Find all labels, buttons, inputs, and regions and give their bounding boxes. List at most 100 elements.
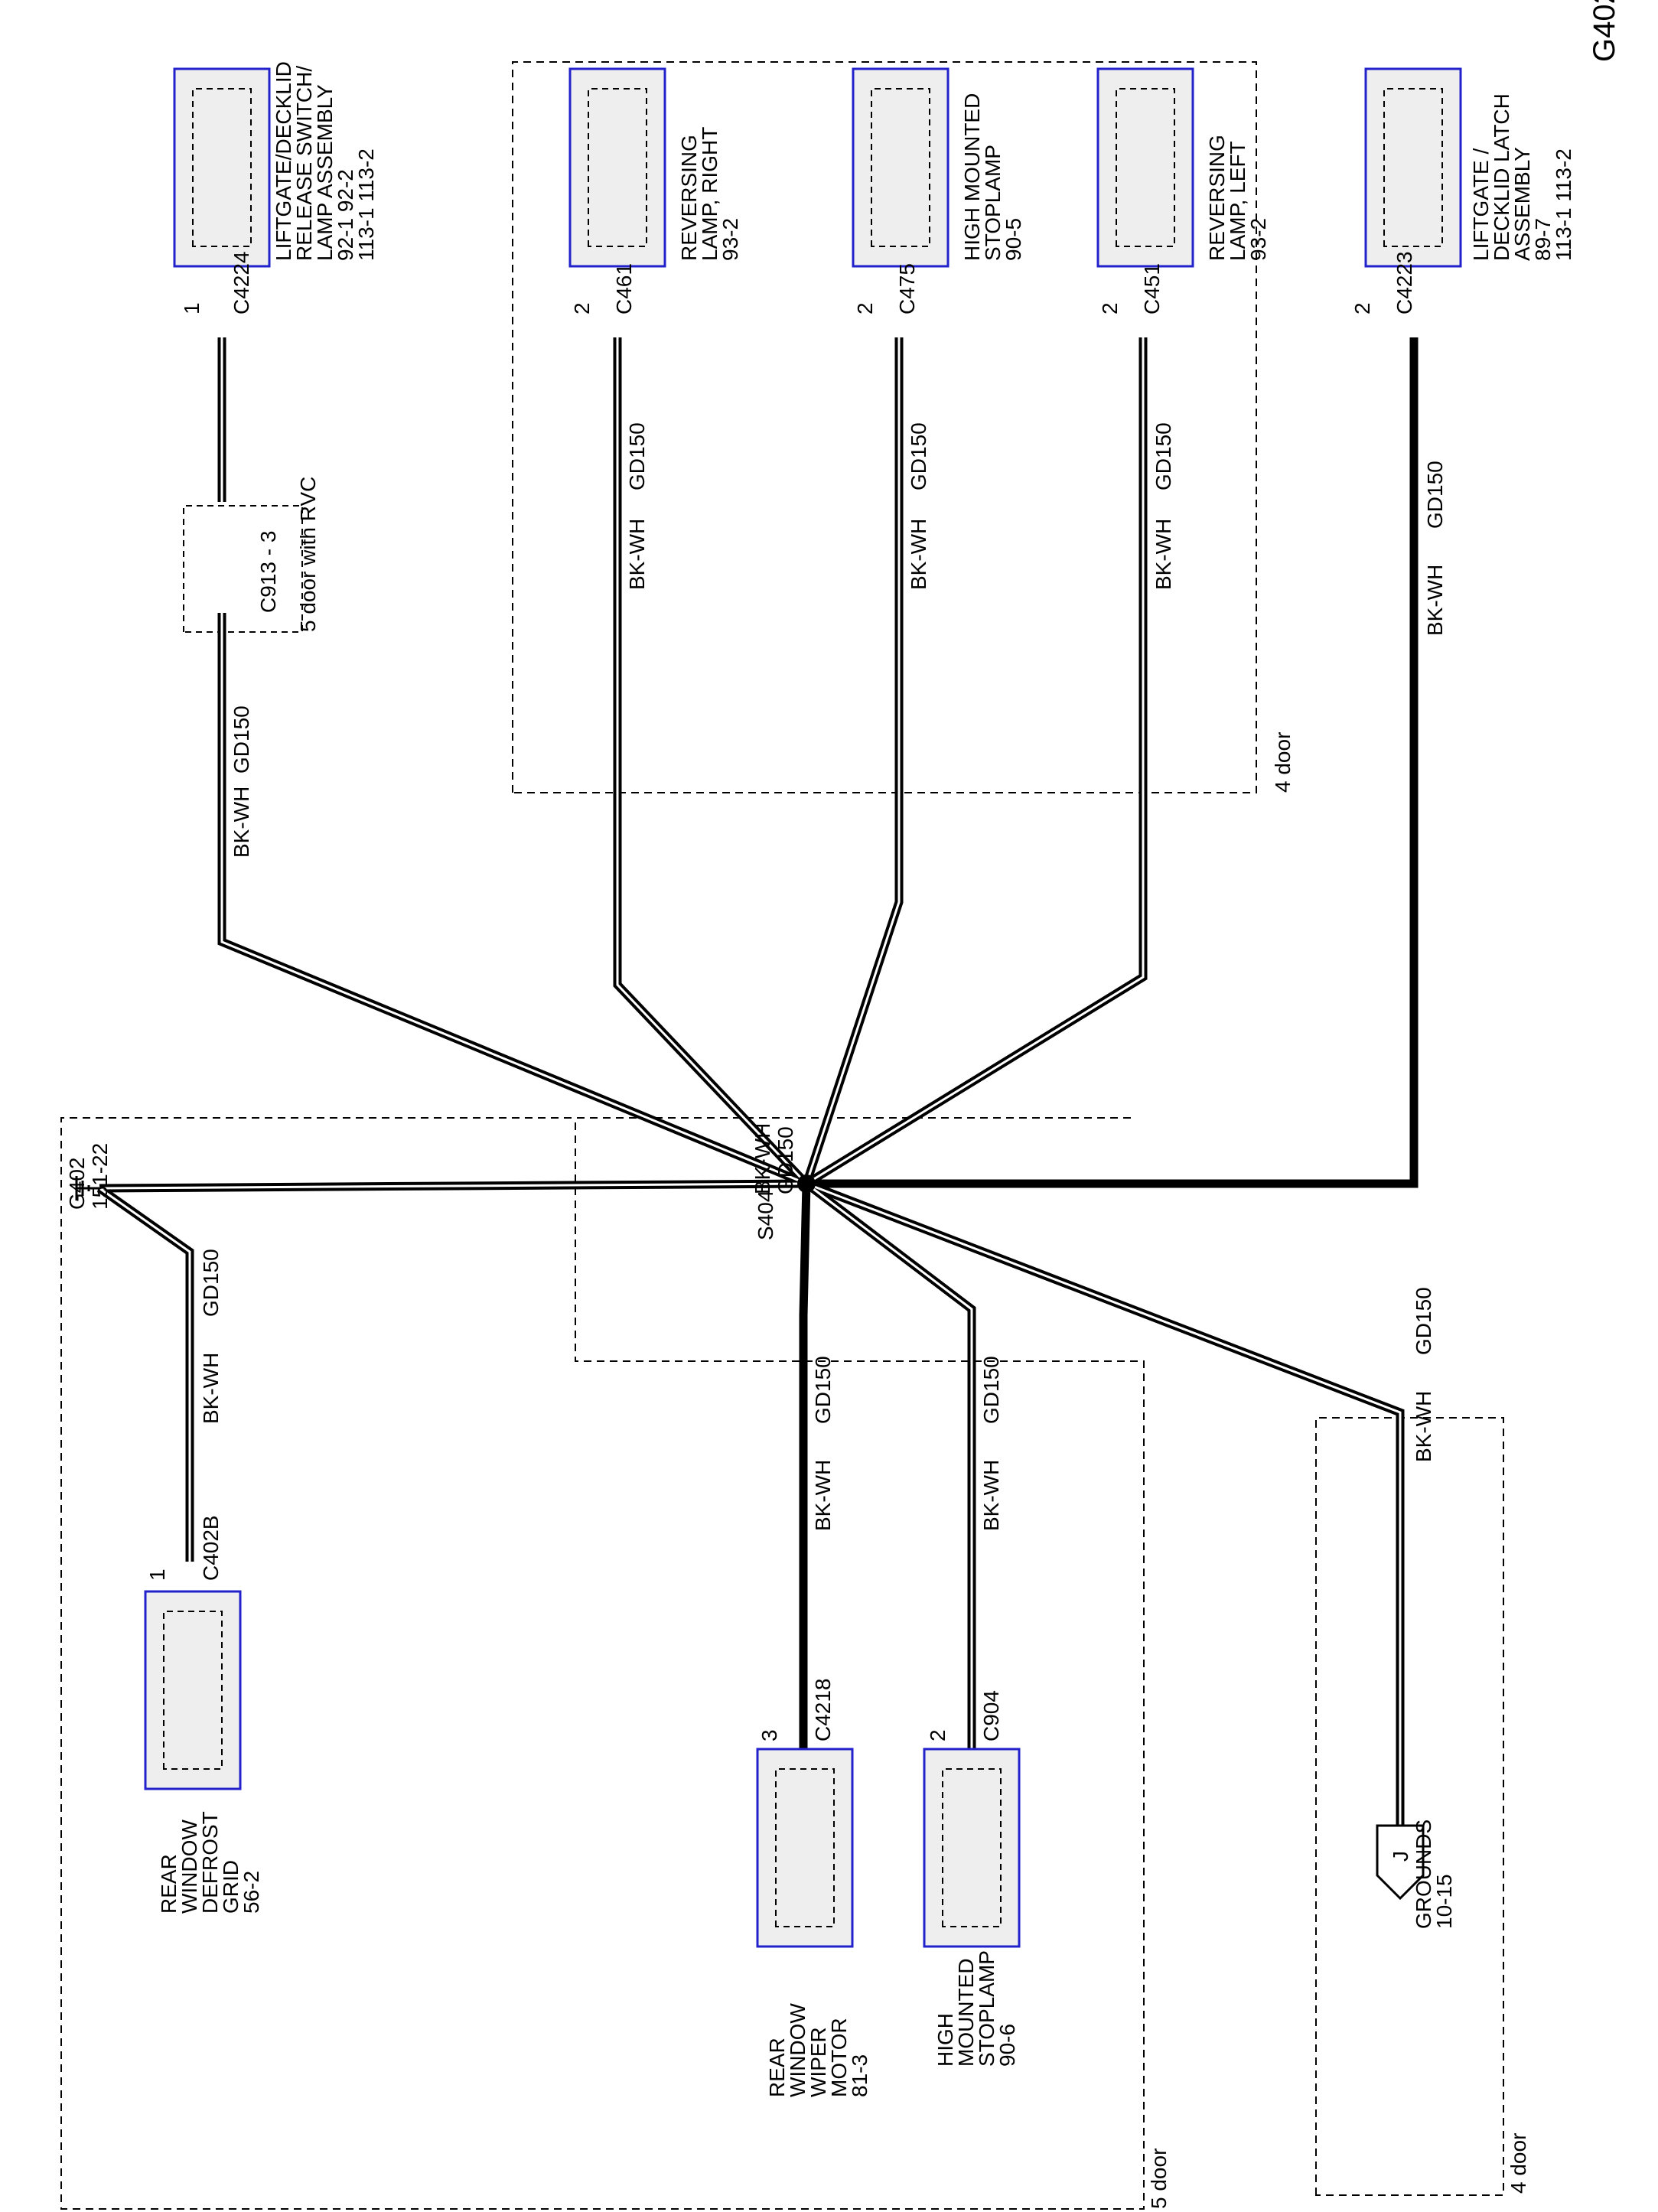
component-label-2: LAMP, LEFT	[1226, 141, 1249, 261]
connector-label: C4223	[1393, 251, 1416, 314]
component-label-5: 113-1 113-2	[354, 148, 378, 261]
rvc-box	[183, 505, 303, 633]
wire-code-label: GD150	[230, 705, 253, 774]
component-label-1: LIFTGATE /	[1469, 148, 1493, 261]
component-label-2: MOUNTED	[954, 1958, 978, 2067]
connector-label: C4224	[230, 251, 253, 314]
wire-color-label: BK-WH	[1423, 565, 1447, 636]
component-label-3: 90-5	[1002, 218, 1025, 261]
five-door-label: 5 door	[1147, 2148, 1171, 2209]
pin-label: 2	[570, 302, 594, 314]
component-label-2: RELEASE SWITCH/	[292, 66, 316, 261]
wire-color-label: BK-WH	[751, 1123, 774, 1194]
wire-color-label: BK-WH	[625, 519, 649, 590]
pin-label: 2	[1098, 302, 1122, 314]
wire-labels: GD150 BK-WH GD150 BK-WH GD150 BK-WH GD15…	[199, 422, 1447, 1531]
inline-connector-c913: C913 - 3	[256, 531, 280, 613]
wire-code-label: GD150	[774, 1126, 797, 1194]
reversing-lamp-right: C461 2 REVERSING LAMP, RIGHT 93-2	[568, 67, 742, 314]
reversing-lamp-left: C451 2 REVERSING LAMP, LEFT 93-2	[1096, 67, 1270, 314]
wire-code-label: GD150	[1151, 422, 1175, 490]
component-label-2: WINDOW	[786, 2003, 809, 2097]
component-label-5: 56-2	[239, 1871, 263, 1914]
wire-color-label: BK-WH	[979, 1460, 1003, 1531]
component-label-3: 93-2	[1246, 218, 1270, 261]
connector-label: C402B	[199, 1515, 223, 1581]
wire-color-label: BK-WH	[1151, 519, 1175, 590]
four-door-bottom-label: 4 door	[1507, 2133, 1530, 2194]
component-label-1: REVERSING	[677, 135, 701, 261]
wire-code-label: GD150	[907, 422, 930, 490]
four-door-top-box	[512, 61, 1257, 793]
connector-label: C461	[612, 263, 636, 314]
splice-label: S404	[754, 1191, 777, 1240]
component-label-1: REAR	[157, 1854, 181, 1914]
component-label-3: WIPER	[806, 2027, 830, 2097]
ground-name: G402	[65, 1158, 89, 1210]
connector-label: C4218	[811, 1678, 835, 1741]
component-label-2: WINDOW	[178, 1819, 201, 1914]
component-label-4: 92-1 92-2	[334, 169, 357, 261]
pin-label: 1	[180, 302, 204, 314]
component-label-3: 93-2	[718, 218, 742, 261]
wire-bundle-core	[99, 337, 1402, 1826]
wire-color-label: BK-WH	[907, 519, 930, 590]
inline-connector-label: C913 - 3	[256, 531, 280, 613]
pin-label: 2	[1350, 302, 1374, 314]
grounds-letter: J	[1389, 1851, 1412, 1862]
component-label-3: ASSEMBLY	[1510, 147, 1534, 261]
component-label-4: 90-6	[995, 2024, 1019, 2067]
ground-ref: 151-22	[88, 1143, 112, 1210]
component-label-2: DECKLID LATCH	[1490, 93, 1513, 261]
high-mounted-stoplamp-bottom: C904 2 HIGH MOUNTED STOPLAMP 90-6	[923, 1690, 1021, 2067]
component-label-1: HIGH	[933, 2013, 957, 2067]
component-label-2: LAMP, RIGHT	[698, 127, 722, 261]
wire-code-label: GD150	[1423, 461, 1447, 529]
pin-label: 3	[757, 1729, 781, 1741]
component-label-1: LIFTGATE/DECKLID	[272, 61, 295, 261]
page-title: G402	[1588, 0, 1621, 62]
rear-window-wiper-motor: C4218 3 REAR WINDOW WIPER MOTOR 81-3	[756, 1678, 871, 2097]
wire-code-label: GD150	[1412, 1287, 1435, 1355]
component-label-5: 81-3	[848, 2054, 871, 2097]
wire-color-label: BK-WH	[199, 1353, 223, 1424]
grounds-reference: J GROUNDS 10-15	[1376, 1819, 1456, 1929]
wire-color-label: BK-WH	[230, 787, 253, 858]
ground-icon	[75, 1176, 99, 1200]
four-door-bottom-box	[1315, 1417, 1504, 2196]
wire-color-label: BK-WH	[1412, 1391, 1435, 1462]
high-mounted-stoplamp-top: C475 2 HIGH MOUNTED STOPLAMP 90-5	[852, 67, 1025, 314]
splice-node	[797, 1174, 816, 1193]
component-label-1: HIGH MOUNTED	[960, 93, 984, 261]
component-label-3: LAMP ASSEMBLY	[313, 84, 337, 261]
component-label-1: REVERSING	[1205, 135, 1229, 261]
grounds-arrow-icon	[1376, 1824, 1425, 1901]
four-door-top-label: 4 door	[1271, 732, 1295, 793]
connector-label: C904	[979, 1690, 1003, 1741]
pin-label: 1	[145, 1569, 169, 1581]
component-label-3: DEFROST	[198, 1811, 222, 1914]
wire-code-label: GD150	[979, 1356, 1003, 1424]
grounds-label-2: 10-15	[1432, 1874, 1456, 1929]
component-label-5: 113-1 113-2	[1552, 148, 1575, 261]
rear-window-defrost-grid: C402B 1 REAR WINDOW DEFROST GRID 56-2	[144, 1515, 263, 1914]
five-door-box	[60, 1117, 1145, 2210]
pin-label: 2	[926, 1729, 950, 1741]
component-label-2: STOPLAMP	[981, 145, 1005, 261]
grounds-label-1: GROUNDS	[1412, 1819, 1435, 1929]
wire-code-label: GD150	[625, 422, 649, 490]
connector-label: C475	[895, 263, 919, 314]
liftgate-latch-assembly: C4223 2 LIFTGATE / DECKLID LATCH ASSEMBL…	[1350, 67, 1575, 314]
pin-label: 2	[853, 302, 877, 314]
component-label-3: STOPLAMP	[975, 1950, 998, 2067]
component-label-4: GRID	[219, 1860, 243, 1914]
wire-code-label: GD150	[199, 1249, 223, 1317]
component-label-1: REAR	[765, 2038, 789, 2097]
rvc-label: 5 door with RVC	[296, 477, 320, 632]
wire-code-label: GD150	[811, 1356, 835, 1424]
wire-color-label: BK-WH	[811, 1460, 835, 1531]
liftgate-release-switch: C4224 1 LIFTGATE/DECKLID RELEASE SWITCH/…	[173, 61, 378, 314]
